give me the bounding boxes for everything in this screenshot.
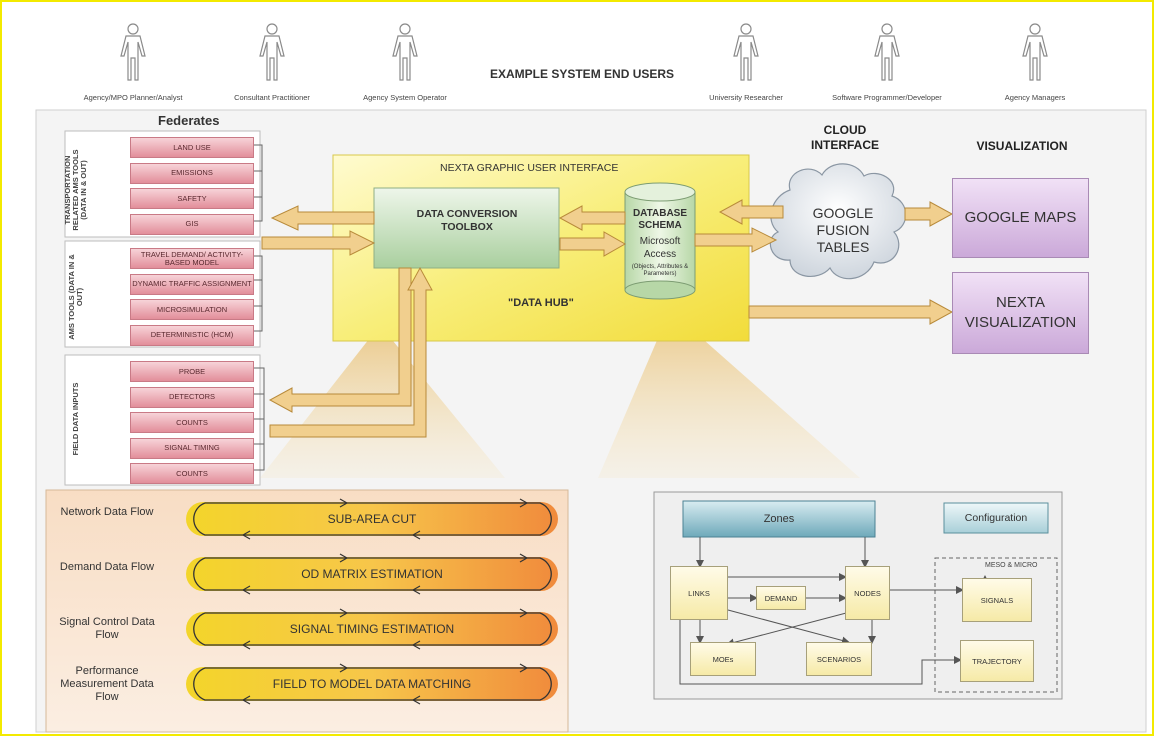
flow-label: Signal Control Data Flow xyxy=(59,616,155,641)
data-hub-label: "DATA HUB" xyxy=(508,297,574,309)
flow-arrowhead xyxy=(339,553,349,563)
flow-loop-arrow xyxy=(193,557,552,591)
flow-loop-arrow xyxy=(193,612,552,646)
schema-node: DEMAND xyxy=(756,586,806,610)
federate-box: DYNAMIC TRAFFIC ASSIGNMENT xyxy=(130,273,254,295)
toolbox-label: DATA CONVERSION TOOLBOX xyxy=(416,208,518,233)
flow-band xyxy=(186,502,558,536)
schema-node: TRAJECTORY xyxy=(960,640,1034,682)
user-figure-icon xyxy=(1018,22,1052,84)
user-label: University Researcher xyxy=(709,93,783,102)
meso-micro-label: MESO & MICRO xyxy=(985,562,1038,569)
flow-arrowhead xyxy=(339,608,349,618)
flow-arrowhead xyxy=(519,553,529,563)
federate-box: GIS xyxy=(130,213,254,235)
federate-box: TRAVEL DEMAND/ ACTIVITY-BASED MODEL xyxy=(130,248,254,269)
database-sub: Microsoft Access xyxy=(639,236,681,260)
flow-arrowhead xyxy=(241,530,251,540)
flow-arrowhead xyxy=(519,498,529,508)
flow-loop-arrow xyxy=(193,502,552,536)
cloud-label: GOOGLE FUSION TABLES xyxy=(812,205,874,255)
flow-arrowhead xyxy=(339,498,349,508)
flow-band xyxy=(186,667,558,701)
flow-bands xyxy=(186,498,558,705)
federate-box: SIGNAL TIMING xyxy=(130,437,254,459)
user-label: Agency System Operator xyxy=(363,93,447,102)
flow-band-label: OD MATRIX ESTIMATION xyxy=(301,567,443,581)
federate-box: EMISSIONS xyxy=(130,162,254,184)
schema-node: SIGNALS xyxy=(962,578,1032,622)
flow-arrowhead xyxy=(411,640,421,650)
database-title: DATABASE SCHEMA xyxy=(632,208,688,231)
user-figure-icon xyxy=(388,22,422,84)
user-label: Agency/MPO Planner/Analyst xyxy=(83,93,183,102)
federate-group-label: FIELD DATA INPUTS xyxy=(71,382,80,456)
hub-title: NEXTA GRAPHIC USER INTERFACE xyxy=(440,162,619,174)
flow-arrowhead xyxy=(241,640,251,650)
federate-box: MICROSIMULATION xyxy=(130,299,254,320)
nexta-visualization-box: NEXTA VISUALIZATION xyxy=(952,272,1089,354)
federate-box: DETERMINISTIC (HCM) xyxy=(130,324,254,346)
flow-arrowhead xyxy=(241,585,251,595)
federates-title: Federates xyxy=(158,113,220,128)
configuration-box: Configuration xyxy=(964,512,1028,524)
federate-box: LAND USE xyxy=(130,137,254,158)
federate-group-label: TRANSPORTATION RELATED AMS TOOLS (DATA I… xyxy=(63,149,88,231)
visualization-heading: VISUALIZATION xyxy=(976,139,1068,153)
flow-arrowhead xyxy=(411,530,421,540)
user-label: Agency Managers xyxy=(1004,93,1066,102)
schema-node: MOEs xyxy=(690,642,756,676)
flow-arrowhead xyxy=(519,663,529,673)
flow-arrowhead xyxy=(519,608,529,618)
database-note: (Objects, Attributes & Parameters) xyxy=(631,264,689,277)
flow-loop-arrow xyxy=(193,667,552,701)
user-figure-icon xyxy=(255,22,289,84)
user-label: Consultant Practitioner xyxy=(234,93,310,102)
user-figure-icon xyxy=(729,22,763,84)
federate-box: COUNTS xyxy=(130,463,254,484)
cloud-heading: CLOUD INTERFACE xyxy=(810,123,879,152)
flow-arrowhead xyxy=(241,695,251,705)
flow-label: Performance Measurement Data Flow xyxy=(60,665,154,703)
flow-band-label: SUB-AREA CUT xyxy=(327,512,417,526)
google-maps-box: GOOGLE MAPS xyxy=(952,178,1089,258)
user-label: Software Programmer/Developer xyxy=(832,93,942,102)
flow-band-label: SIGNAL TIMING ESTIMATION xyxy=(289,622,455,636)
federate-box: SAFETY xyxy=(130,188,254,209)
flow-band-label: FIELD TO MODEL DATA MATCHING xyxy=(272,677,472,691)
flow-arrowhead xyxy=(339,663,349,673)
flow-label: Network Data Flow xyxy=(60,506,154,518)
federate-box: COUNTS xyxy=(130,412,254,433)
end-users-title: EXAMPLE SYSTEM END USERS xyxy=(490,67,675,81)
schema-node: LINKS xyxy=(670,566,728,620)
flow-arrowhead xyxy=(411,585,421,595)
flow-label: Demand Data Flow xyxy=(59,561,155,573)
user-figure-icon xyxy=(116,22,150,84)
federate-group-label: AMS TOOLS (DATA IN & OUT) xyxy=(67,254,84,340)
zones-box: Zones xyxy=(763,513,795,525)
federate-box: PROBE xyxy=(130,361,254,382)
schema-node: SCENARIOS xyxy=(806,642,872,676)
flow-band xyxy=(186,557,558,591)
schema-node: NODES xyxy=(845,566,890,620)
user-figure-icon xyxy=(870,22,904,84)
federate-box: DETECTORS xyxy=(130,386,254,408)
flow-arrowhead xyxy=(411,695,421,705)
flow-band xyxy=(186,612,558,646)
